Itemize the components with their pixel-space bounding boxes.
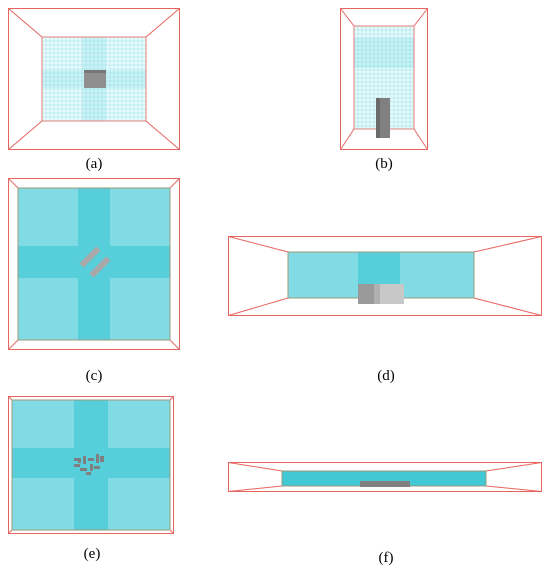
building-block: [74, 464, 80, 467]
domain-outer-boundary: [8, 8, 180, 150]
building-block: [78, 460, 81, 463]
domain-edge: [8, 529, 13, 534]
building-block: [74, 458, 81, 461]
mesh-boundary: [11, 399, 171, 531]
domain-edge: [228, 297, 289, 316]
mesh-grid: [353, 25, 415, 129]
building-block: [374, 284, 404, 304]
panel-d: (d): [228, 236, 542, 384]
mesh-refined-band: [354, 38, 414, 68]
building-block: [88, 458, 94, 461]
domain-edge: [485, 462, 542, 472]
domain-outer-boundary: [228, 462, 542, 492]
building-block: [94, 466, 100, 469]
domain-edge: [8, 339, 19, 350]
panel-e-diagram: [8, 396, 174, 534]
building-block: [100, 456, 104, 462]
caption-b: (b): [375, 156, 393, 172]
building-cluster: [74, 454, 104, 475]
domain-edge: [8, 178, 19, 189]
domain-edge: [413, 8, 428, 27]
building-roof: [84, 70, 106, 73]
domain-edge: [8, 396, 13, 401]
caption-a: (a): [85, 156, 103, 172]
building-side: [376, 98, 380, 138]
domain-edge: [485, 485, 542, 492]
domain-edge: [473, 297, 542, 316]
domain-edge: [413, 128, 428, 150]
panel-d-diagram: [228, 236, 542, 316]
building-block: [90, 464, 93, 471]
building-block: [360, 481, 410, 487]
building-block: [89, 256, 111, 278]
building-block: [83, 456, 86, 464]
mesh-boundary: [17, 187, 171, 341]
domain-edge: [169, 529, 174, 534]
building-block: [96, 454, 99, 463]
domain-edge: [340, 8, 355, 27]
building-block: [79, 246, 101, 268]
building-block: [84, 70, 106, 88]
domain-edge: [473, 236, 542, 253]
panel-f: (f): [228, 462, 542, 566]
building-block: [86, 472, 91, 475]
mesh-boundary: [41, 36, 147, 122]
domain-edge: [145, 120, 180, 150]
domain-edge: [145, 8, 180, 38]
panel-f-diagram: [228, 462, 542, 492]
domain-edge: [8, 8, 43, 38]
domain-edge: [228, 236, 289, 253]
panel-a-diagram: [8, 8, 180, 150]
caption-c: (c): [85, 368, 103, 384]
domain-edge: [169, 178, 180, 189]
domain-edge: [228, 462, 283, 472]
panel-c-diagram: [8, 178, 180, 350]
domain-edge: [340, 128, 355, 150]
panel-c: (c): [8, 178, 180, 384]
domain-outer-boundary: [8, 178, 180, 350]
domain-edge: [169, 396, 174, 401]
caption-d: (d): [377, 368, 395, 384]
building-block: [358, 284, 374, 304]
domain-edge: [169, 339, 180, 350]
caption-f: (f): [378, 550, 394, 566]
caption-e: (e): [83, 546, 101, 562]
building-side: [374, 284, 380, 304]
domain-outer-boundary: [340, 8, 428, 150]
building-block: [80, 468, 87, 471]
panel-b: (b): [340, 8, 428, 172]
panel-e: (e): [8, 396, 174, 562]
panel-a: (a): [8, 8, 180, 172]
domain-edge: [228, 485, 283, 492]
panel-b-diagram: [340, 8, 428, 150]
domain-outer-boundary: [8, 396, 174, 534]
domain-edge: [8, 120, 43, 150]
domain-outer-boundary: [228, 236, 542, 316]
